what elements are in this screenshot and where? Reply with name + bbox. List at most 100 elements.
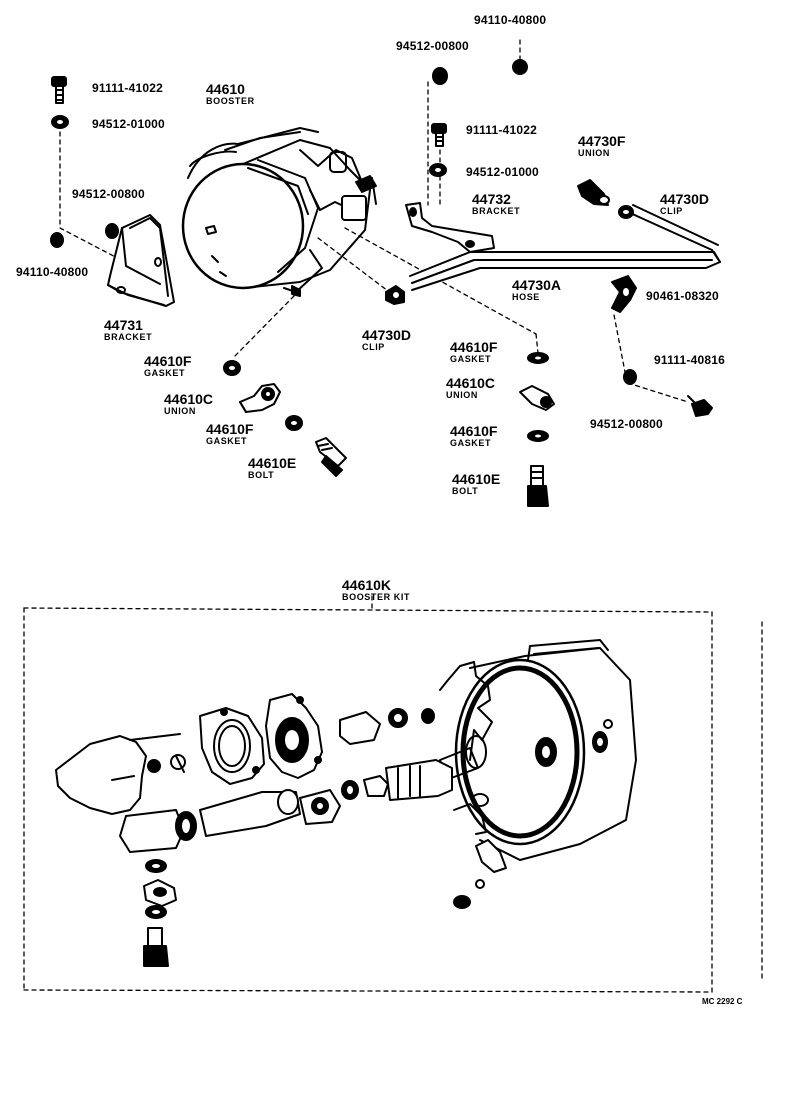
leader-lines bbox=[23, 39, 763, 993]
label-p24: 44610F GASKET bbox=[450, 424, 497, 448]
part-number: 91111-41022 bbox=[92, 81, 163, 95]
label-p21: 44610C UNION bbox=[164, 392, 213, 416]
part-number: 44610F bbox=[450, 423, 498, 439]
label-p5: 94512-01000 bbox=[92, 116, 165, 132]
union-44610C-right bbox=[519, 385, 555, 411]
part-number: 44610C bbox=[164, 391, 214, 407]
label-p7: 94512-01000 bbox=[466, 164, 539, 180]
nut-94512-00800-right bbox=[623, 369, 637, 385]
part-number: 44732 bbox=[472, 191, 511, 207]
part-number: 44731 bbox=[104, 317, 143, 333]
bolt-44610E-right bbox=[527, 465, 549, 507]
label-p23: 44610F GASKET bbox=[206, 422, 253, 446]
washer-94512-01000-right bbox=[429, 163, 447, 177]
part-name: CLIP bbox=[660, 206, 683, 216]
label-p25: 44610E BOLT bbox=[248, 456, 296, 480]
label-p4: 44610 BOOSTER bbox=[206, 82, 255, 106]
nut-94512-00800-top bbox=[432, 67, 448, 85]
part-number: 90461-08320 bbox=[646, 289, 719, 303]
bolt-91111-41022-left bbox=[51, 76, 67, 104]
part-number: 44610 bbox=[206, 81, 245, 97]
nut-94110-40800-left bbox=[50, 232, 64, 248]
part-number: 94512-00800 bbox=[72, 187, 145, 201]
nut-94110-40800-top bbox=[512, 59, 528, 75]
clip-44730D-right bbox=[618, 205, 634, 219]
part-number: 44610K bbox=[342, 577, 392, 593]
part-name: CLIP bbox=[362, 342, 385, 352]
catalog-reference: MC 2292 C bbox=[702, 997, 743, 1006]
label-p13: 44730A HOSE bbox=[512, 278, 561, 302]
nut-94512-00800-left bbox=[105, 223, 119, 239]
gasket-44610F-left-1 bbox=[223, 360, 241, 376]
part-number: 91111-40816 bbox=[654, 353, 725, 367]
label-p26: 44610E BOLT bbox=[452, 472, 500, 496]
part-name: GASKET bbox=[206, 436, 248, 446]
part-number: 44730A bbox=[512, 277, 562, 293]
part-number: 44730D bbox=[660, 191, 710, 207]
bolt-91111-41022-right bbox=[431, 123, 447, 147]
washer-94512-01000-left bbox=[51, 115, 69, 129]
part-number: 91111-41022 bbox=[466, 123, 537, 137]
label-p3: 91111-41022 bbox=[92, 80, 163, 96]
part-number: 44730F bbox=[578, 133, 626, 149]
part-number: 94110-40800 bbox=[474, 13, 547, 27]
label-p9: 94512-00800 bbox=[72, 186, 145, 202]
hose-44730A bbox=[409, 204, 721, 291]
part-name: BRACKET bbox=[472, 206, 521, 216]
part-name: UNION bbox=[578, 148, 610, 158]
label-p15: 44731 BRACKET bbox=[104, 318, 152, 342]
label-p10: 44732 BRACKET bbox=[472, 192, 520, 216]
part-number: 44610E bbox=[248, 455, 297, 471]
label-p22: 94512-00800 bbox=[590, 416, 663, 432]
booster-kit-drawing bbox=[55, 639, 637, 967]
part-name: BOOSTER KIT bbox=[342, 592, 411, 602]
part-number: 94512-01000 bbox=[92, 117, 165, 131]
label-p11: 44730D CLIP bbox=[660, 192, 709, 216]
part-name: UNION bbox=[164, 406, 196, 416]
part-number: 44610F bbox=[206, 421, 254, 437]
label-p17: 44610F GASKET bbox=[450, 340, 497, 364]
union-44610C-left bbox=[239, 383, 281, 413]
part-name: GASKET bbox=[144, 368, 186, 378]
clip-90461-08320 bbox=[611, 275, 637, 313]
bracket-44731 bbox=[107, 214, 175, 307]
part-name: GASKET bbox=[450, 438, 492, 448]
gasket-44610F-right-1 bbox=[527, 352, 549, 364]
label-p27: 44610K BOOSTER KIT bbox=[342, 578, 410, 602]
gasket-44610F-right-2 bbox=[527, 430, 549, 442]
label-p18: 91111-40816 bbox=[654, 352, 725, 368]
part-name: BOLT bbox=[452, 486, 479, 496]
part-number: 44610C bbox=[446, 375, 496, 391]
part-name: BOLT bbox=[248, 470, 275, 480]
label-p6: 91111-41022 bbox=[466, 122, 537, 138]
label-p2: 94512-00800 bbox=[396, 38, 469, 54]
part-number: 94512-00800 bbox=[396, 39, 469, 53]
label-p1: 94110-40800 bbox=[474, 12, 546, 28]
bolt-44610E-left bbox=[315, 437, 347, 477]
part-number: 44610F bbox=[450, 339, 498, 355]
gasket-44610F-left-2 bbox=[285, 415, 303, 431]
label-p12: 94110-40800 bbox=[16, 264, 88, 280]
label-p16: 44730D CLIP bbox=[362, 328, 411, 352]
label-p14: 90461-08320 bbox=[646, 288, 719, 304]
part-name: UNION bbox=[446, 390, 478, 400]
part-number: 44610E bbox=[452, 471, 501, 487]
part-number: 94110-40800 bbox=[16, 265, 89, 279]
part-name: HOSE bbox=[512, 292, 540, 302]
part-number: 44610F bbox=[144, 353, 192, 369]
part-number: 94512-01000 bbox=[466, 165, 539, 179]
label-p8: 44730F UNION bbox=[578, 134, 625, 158]
part-name: BRACKET bbox=[104, 332, 153, 342]
part-name: GASKET bbox=[450, 354, 492, 364]
label-p19: 44610F GASKET bbox=[144, 354, 191, 378]
label-p20: 44610C UNION bbox=[446, 376, 495, 400]
bolt-91111-40816 bbox=[687, 395, 713, 417]
part-number: 44730D bbox=[362, 327, 412, 343]
part-name: BOOSTER bbox=[206, 96, 255, 106]
clip-44730D-middle bbox=[385, 285, 405, 305]
union-44730F bbox=[577, 179, 610, 206]
part-number: 94512-00800 bbox=[590, 417, 663, 431]
bracket-44732 bbox=[405, 202, 495, 253]
booster-44610 bbox=[181, 127, 377, 297]
